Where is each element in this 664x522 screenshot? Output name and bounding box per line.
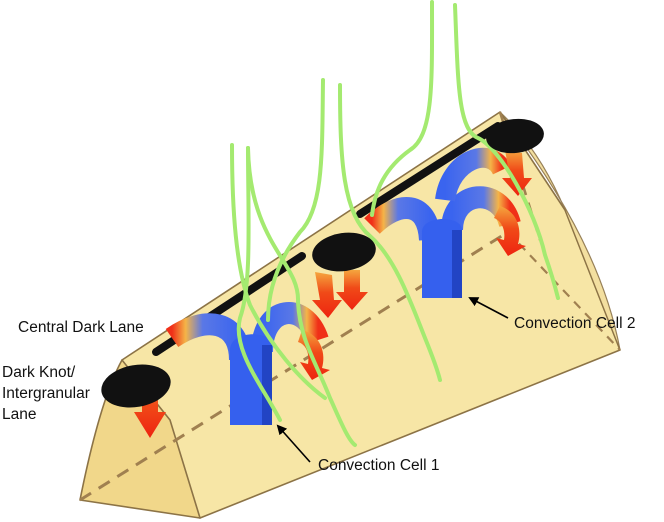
cell2-downflow-arrow-back [502,150,532,196]
convection-cell-2 [336,147,532,310]
label-convection-cell-2: Convection Cell 2 [514,315,635,332]
dark-knot-middle [312,232,376,272]
label-dark-knot-line2: Intergranular [2,385,90,402]
cell1-upflow-column [230,334,272,425]
pointer-arrow-cell-1 [276,424,311,463]
cell2-downflow-arrow-left [336,270,368,310]
field-line-2 [236,146,282,422]
dark-lane-bar-2 [356,122,502,218]
dark-knot-back [486,118,544,154]
field-line-6 [370,0,435,217]
label-convection-cell-1: Convection Cell 1 [318,457,439,474]
cell2-upper-arch [435,147,512,202]
field-line-1 [230,143,327,400]
label-dark-knot-line1: Dark Knot/ [2,364,76,381]
field-line-5 [338,83,442,382]
cell1-downflow-arrow-mid [312,272,342,318]
label-dark-knot-line3: Lane [2,406,36,423]
field-line-4 [266,78,325,322]
cell1-column-shade [262,345,272,425]
annotations: Central Dark Lane Dark Knot/ Intergranul… [2,297,635,474]
field-line-3 [246,146,357,447]
cell2-downflow-arrow-right [494,206,526,256]
pointer-arrow-cell-2 [468,297,509,319]
dashed-end-edge [507,231,621,351]
label-central-dark-lane: Central Dark Lane [18,319,144,336]
magnetic-field-lines [230,0,560,447]
cell2-column-shade [452,230,462,298]
dark-knots [101,118,544,408]
dark-knot-front [101,364,171,408]
field-line-7 [453,3,560,300]
